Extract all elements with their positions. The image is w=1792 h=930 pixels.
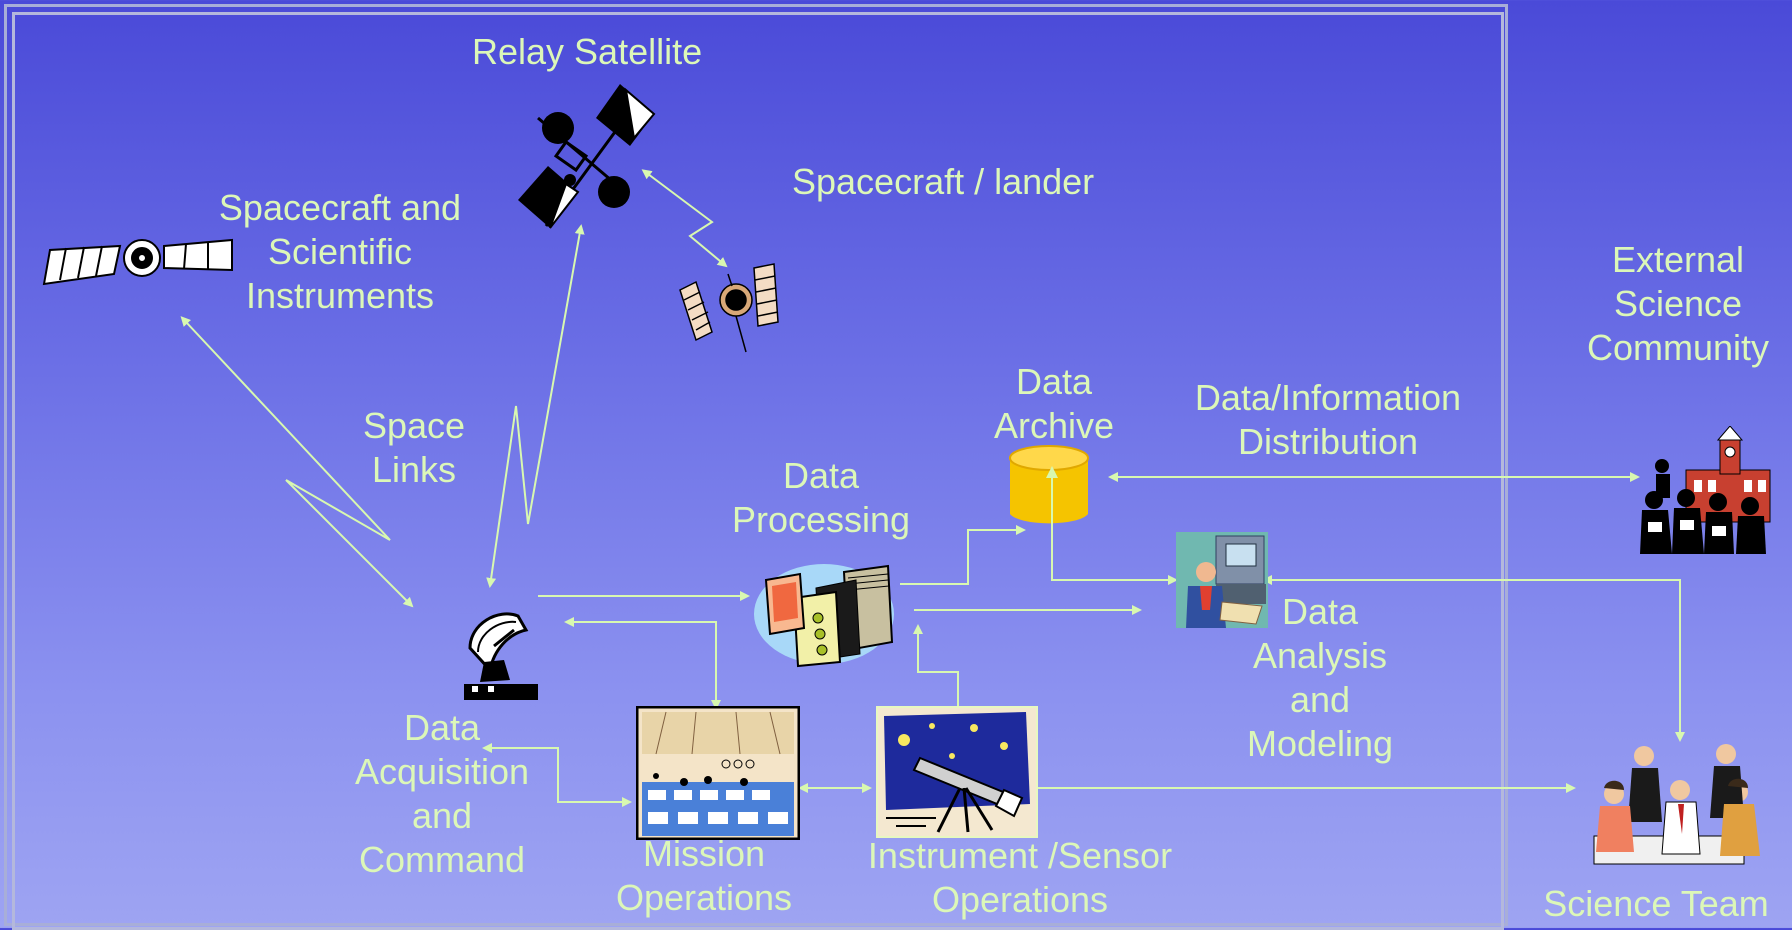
outer-frame [4,4,1508,926]
processing-to-archive [900,525,1026,585]
space-links-label: Space Links [362,405,466,490]
external-community-icon [1640,426,1771,554]
data-archive-icon [1009,445,1089,524]
relay-satellite-label: Relay Satellite [472,31,703,72]
data-acquisition-label: Data Acquisition and Command [354,707,530,880]
relay-satellite-icon [518,84,656,229]
space-link-relay [486,224,585,588]
data-analysis-icon [1176,532,1268,628]
external-community-label: External Science Community [1586,239,1770,368]
spacecraft-instruments-label: Spacecraft and Scientific Instruments [218,187,462,316]
data-processing-label: Data Processing [731,455,911,540]
acquisition-missionops-link [482,743,632,807]
spacecraft-icon [42,238,233,286]
instrument-operations-label: Instrument /Sensor Operations [867,835,1173,920]
data-archive-label: Data Archive [993,361,1115,446]
telescope-icon [876,706,1038,838]
spacecraft-lander-label: Spacecraft / lander [792,161,1095,202]
lander-icon [679,263,779,353]
science-team-label: Science Team [1543,883,1769,924]
missionops-ground-link [564,617,721,710]
mission-operations-label: Mission Operations [615,833,793,918]
science-team-icon [1593,744,1760,865]
relay-lander-link [641,169,728,268]
processing-instrument-link [913,624,963,718]
data-processing-icon [754,564,894,668]
mission-operations-icon [636,706,800,840]
ground-antenna-icon [464,612,538,700]
space-link-spacecraft [180,316,414,608]
analysis-scienceteam-link [1262,575,1685,742]
data-analysis-label: Data Analysis and Modeling [1246,591,1394,764]
data-distribution-label: Data/Information Distribution [1194,377,1462,462]
